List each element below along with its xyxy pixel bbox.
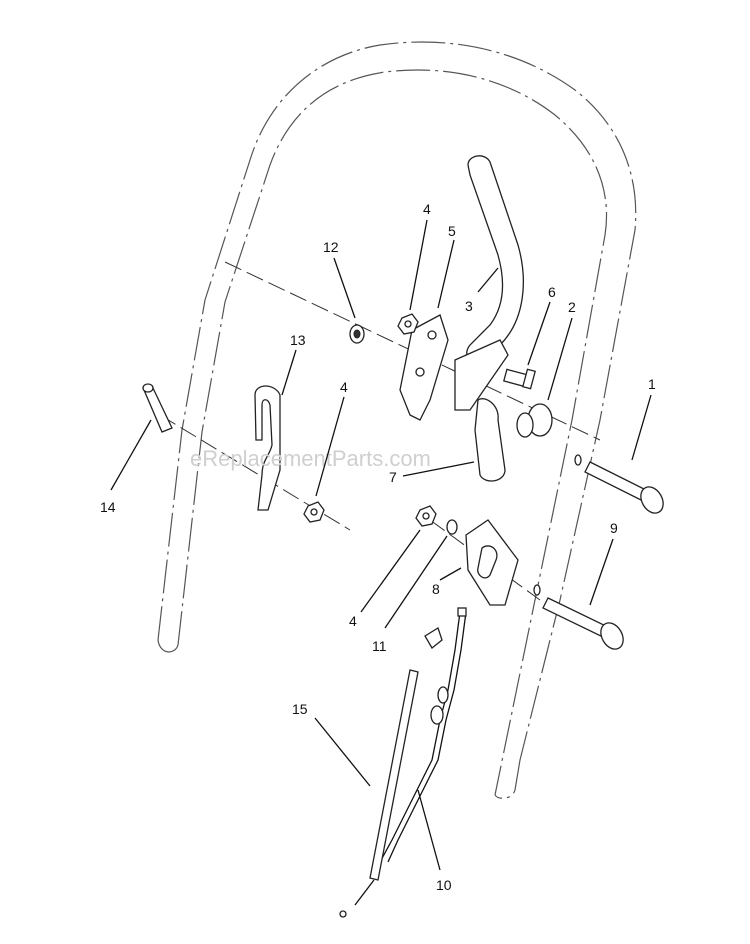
callout-2: 2 xyxy=(568,299,576,315)
callout-11: 11 xyxy=(372,638,387,654)
part-washer xyxy=(446,519,458,535)
part-nut-12 xyxy=(349,324,365,344)
callout-8: 8 xyxy=(432,581,440,597)
part-cable-housing xyxy=(339,669,419,918)
part-cable-clip xyxy=(254,385,281,511)
callout-15: 15 xyxy=(292,701,308,717)
callout-6: 6 xyxy=(548,284,556,300)
callout-10: 10 xyxy=(436,877,452,893)
part-bail-lever xyxy=(466,155,524,362)
leader-lines xyxy=(110,219,652,871)
callout-labels: 1 2 3 4 4 4 5 6 7 8 9 10 11 12 13 14 15 xyxy=(100,201,656,893)
part-shoulder-bolt xyxy=(503,368,536,390)
callout-4-top: 4 xyxy=(423,201,431,217)
part-control-cable xyxy=(379,607,467,863)
callout-1: 1 xyxy=(648,376,656,392)
part-pin xyxy=(142,383,173,433)
callout-12: 12 xyxy=(323,239,339,255)
part-nut-4-lower xyxy=(415,505,437,527)
handle-frame xyxy=(157,41,637,799)
part-carriage-bolt-9 xyxy=(533,584,624,650)
part-bracket-plate xyxy=(399,314,449,421)
part-nut-4-top xyxy=(397,313,419,335)
callout-14: 14 xyxy=(100,499,116,515)
callout-4-left: 4 xyxy=(340,379,348,395)
callout-5: 5 xyxy=(448,223,456,239)
part-cable-block xyxy=(465,519,519,606)
callout-13: 13 xyxy=(290,332,306,348)
callout-9: 9 xyxy=(610,520,618,536)
part-carriage-bolt-1 xyxy=(574,454,664,514)
part-spacer-knob xyxy=(516,403,553,438)
callout-3: 3 xyxy=(465,298,473,314)
watermark-text: eReplacementParts.com xyxy=(190,446,431,471)
part-link-plate xyxy=(454,339,509,482)
callout-7: 7 xyxy=(389,469,397,485)
callout-4-lower: 4 xyxy=(349,613,357,629)
part-nut-4-left xyxy=(303,501,325,523)
